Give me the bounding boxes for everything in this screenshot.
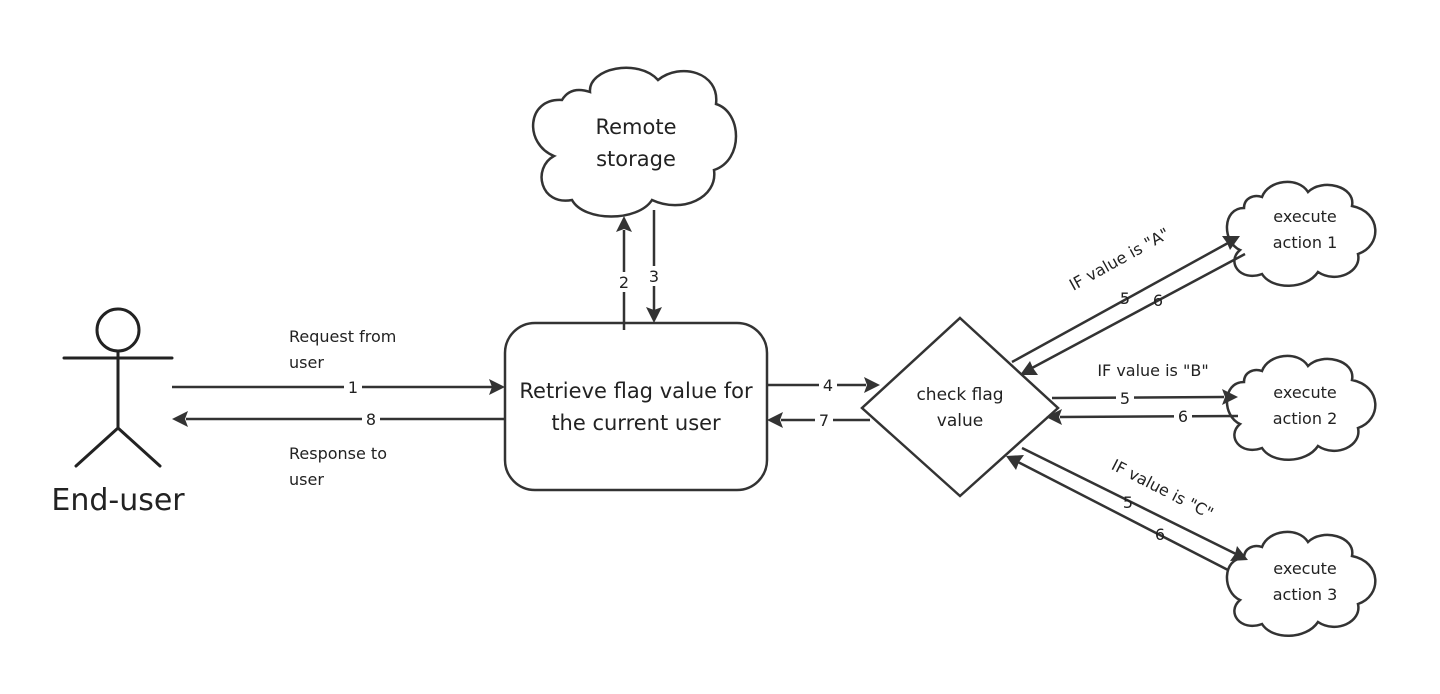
actor-label: End-user xyxy=(51,483,185,518)
step-8-label: 8 xyxy=(366,410,376,429)
check-flag-node: check flag value xyxy=(860,316,1060,498)
arrow-5c-line xyxy=(1017,460,1229,572)
step-5b-label: 5 xyxy=(1120,389,1130,408)
response-label-line-1: Response to xyxy=(289,444,387,463)
retrieve-flag-node: Retrieve flag value for the current user xyxy=(503,321,769,492)
arrow-6b-line xyxy=(1059,414,1239,419)
arrow-4-head xyxy=(864,377,880,393)
action-1-shape xyxy=(1225,180,1377,287)
step-5a-label: 5 xyxy=(1120,289,1130,308)
step-5c-label: 5 xyxy=(1123,493,1133,512)
response-label-line-2: user xyxy=(289,470,324,489)
step-6a-label: 6 xyxy=(1153,291,1163,310)
arrow-5b-head xyxy=(1222,389,1238,405)
arrow-6a-head xyxy=(1020,361,1038,375)
action-2-shape xyxy=(1225,354,1377,461)
request-label-line-2: user xyxy=(289,353,324,372)
remote-storage-cloud: Remote storage xyxy=(531,66,738,218)
step-5b-bg xyxy=(1116,388,1134,408)
step-2-bg xyxy=(614,272,634,292)
arrow-5a-line xyxy=(1011,241,1229,364)
action-3-shape xyxy=(1225,530,1377,637)
step-2-label: 2 xyxy=(619,273,629,292)
action-3-cloud: execute action 3 xyxy=(1225,530,1377,637)
check-flag-label-line-1: check flag xyxy=(916,385,1003,405)
remote-storage-label-line-1: Remote xyxy=(595,115,676,139)
action-1-label-line-2: action 1 xyxy=(1273,233,1338,252)
step-7-label: 7 xyxy=(819,411,829,430)
action-2-cloud: execute action 2 xyxy=(1225,354,1377,461)
step-6c-label: 6 xyxy=(1155,525,1165,544)
action-1-cloud: execute action 1 xyxy=(1225,180,1377,287)
arrow-8-head xyxy=(172,411,188,427)
arrow-5b-line xyxy=(1051,395,1225,400)
action-3-label-line-2: action 3 xyxy=(1273,585,1338,604)
arrow-6c-head xyxy=(1230,546,1248,561)
retrieve-flag-label-line-1: Retrieve flag value for xyxy=(519,379,753,403)
arrow-5a-head xyxy=(1222,236,1240,250)
action-1-label-line-1: execute xyxy=(1273,207,1336,226)
arrow-6a-line xyxy=(1031,252,1246,370)
remote-storage-label-line-2: storage xyxy=(596,147,676,171)
if-a-label: IF value is "A" xyxy=(1066,224,1173,295)
step-7-bg xyxy=(815,410,833,430)
arrow-6c-line xyxy=(1021,446,1237,556)
check-flag-diamond xyxy=(860,316,1060,498)
step-8-bg xyxy=(362,409,380,429)
arrow-6b-head xyxy=(1046,409,1062,425)
actor-head xyxy=(95,307,141,353)
action-2-label-line-1: execute xyxy=(1273,383,1336,402)
step-3-label: 3 xyxy=(649,267,659,286)
action-3-label-line-1: execute xyxy=(1273,559,1336,578)
arrow-7-head xyxy=(767,412,783,428)
arrow-1-head xyxy=(489,379,505,395)
actor-left-leg xyxy=(74,426,120,468)
step-6b-label: 6 xyxy=(1178,407,1188,426)
retrieve-flag-box xyxy=(503,321,769,492)
if-b-label: IF value is "B" xyxy=(1097,361,1208,380)
retrieve-flag-label-line-2: the current user xyxy=(551,411,721,435)
end-user-actor: End-user xyxy=(51,307,185,518)
arrow-3-head xyxy=(646,307,662,323)
step-3-bg xyxy=(644,266,664,286)
step-1-bg xyxy=(344,377,362,397)
arrow-2-head xyxy=(616,216,632,232)
arrow-5c-head xyxy=(1006,455,1024,470)
actor-right-leg xyxy=(116,426,162,468)
step-4-label: 4 xyxy=(823,376,833,395)
remote-storage-shape xyxy=(531,66,738,218)
step-1-label: 1 xyxy=(348,378,358,397)
action-2-label-line-2: action 2 xyxy=(1273,409,1338,428)
step-4-bg xyxy=(819,375,837,395)
check-flag-label-line-2: value xyxy=(937,411,983,431)
step-6b-bg xyxy=(1174,406,1192,426)
if-c-label: IF value is "C" xyxy=(1108,455,1216,523)
request-label-line-1: Request from xyxy=(289,327,396,346)
